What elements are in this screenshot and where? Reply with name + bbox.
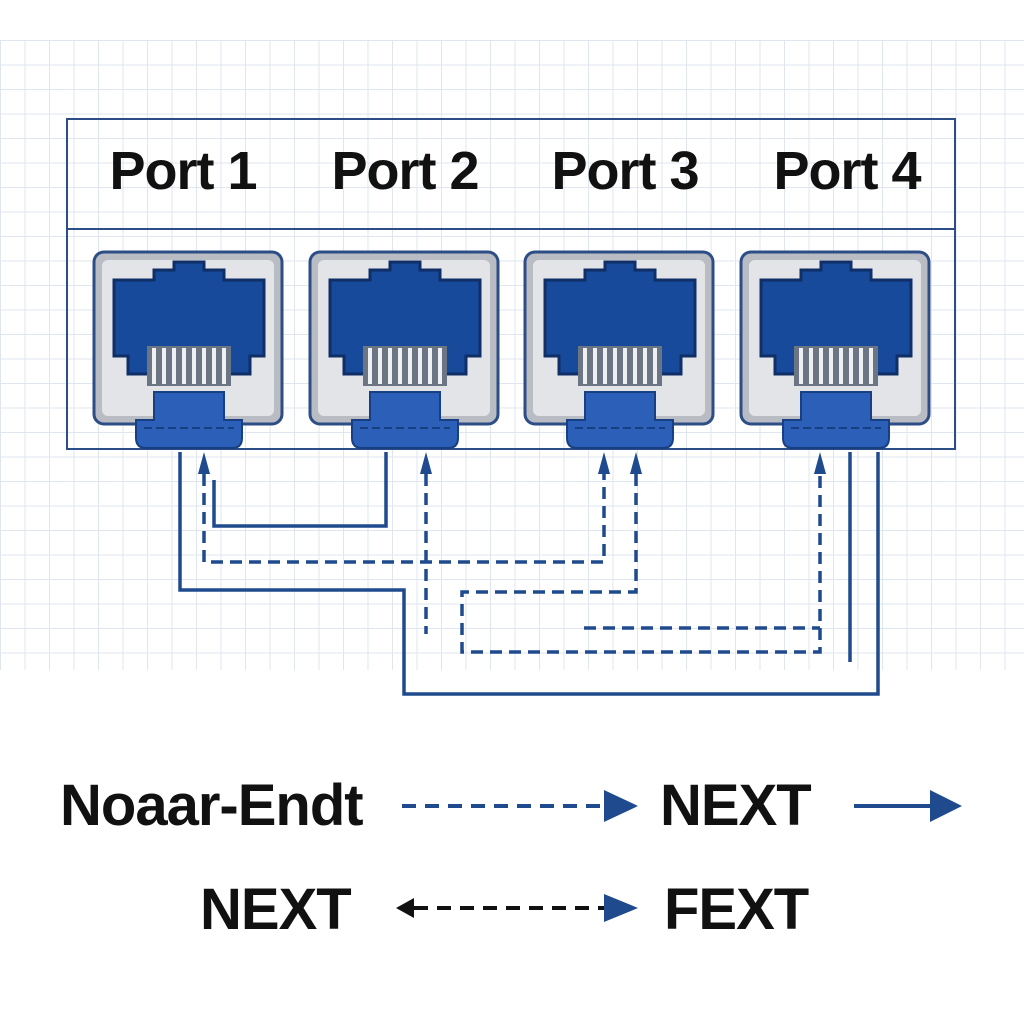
patch-panel: [66, 118, 956, 450]
port-4-label: Port 4: [773, 141, 921, 201]
legend-dashed-arrow-icon: [402, 790, 638, 822]
port-3-label: Port 3: [551, 141, 699, 201]
legend-solid-arrow-icon: [854, 790, 962, 822]
legend-next-label: NEXT: [660, 773, 812, 838]
legend-near-end-label: Noaar-Endt: [60, 773, 364, 838]
legend-double-arrow-icon: [396, 894, 638, 922]
panel-divider: [66, 228, 956, 230]
legend-next-left-label: NEXT: [200, 877, 352, 942]
legend-fext-label: FEXT: [664, 877, 809, 942]
port-2-label: Port 2: [331, 141, 479, 201]
port-1-label: Port 1: [109, 141, 257, 201]
